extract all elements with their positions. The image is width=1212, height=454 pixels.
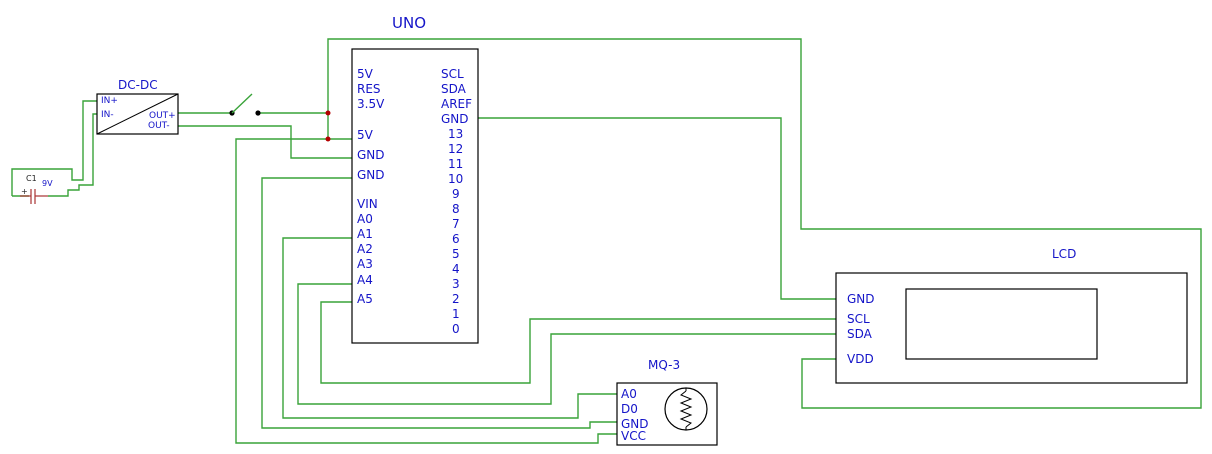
- uno-pin-d11: 11: [448, 157, 463, 171]
- wire-top-5v-to-lcd-vdd: [327, 38, 1202, 409]
- wire-a1-to-mq3-a0: [282, 237, 617, 419]
- switch-contact-right: [255, 110, 261, 116]
- uno-title: UNO: [392, 14, 426, 32]
- uno-pin-5v-top: 5V: [357, 67, 374, 81]
- battery-plus-sign: +: [21, 187, 28, 196]
- uno-pin-a1: A1: [357, 227, 373, 241]
- wire-gnd-to-mq3-gnd: [261, 177, 617, 429]
- uno-pin-d13: 13: [448, 127, 463, 141]
- uno-pin-a0: A0: [357, 212, 373, 226]
- uno-pin-gnd-2: GND: [357, 168, 385, 182]
- uno-pin-d3: 3: [452, 277, 460, 291]
- mq3-pin-a0: A0: [621, 387, 637, 401]
- junction-dot-5v-pin: [325, 136, 331, 142]
- battery-9v: C1 9V +: [20, 174, 53, 204]
- wire-battery-minus-to-dcdc-in-minus: [48, 113, 97, 197]
- dcdc-title: DC-DC: [118, 78, 158, 92]
- uno-body: [351, 48, 479, 344]
- power-switch[interactable]: [229, 93, 261, 116]
- lcd-pin-sda: SDA: [847, 327, 873, 341]
- lcd-module: LCD GND SCL SDA VDD: [835, 247, 1188, 384]
- mq3-title: MQ-3: [648, 358, 680, 372]
- uno-pin-d12: 12: [448, 142, 463, 156]
- uno-pin-a3: A3: [357, 257, 373, 271]
- uno-pin-d8: 8: [452, 202, 460, 216]
- uno-pin-d2: 2: [452, 292, 460, 306]
- dcdc-out-plus-label: OUT+: [149, 111, 176, 121]
- wire-gnd-to-lcd-gnd: [478, 117, 836, 300]
- switch-lever: [231, 93, 253, 114]
- wire-a5-to-lcd-scl: [320, 301, 836, 384]
- uno-pin-gnd-1: GND: [357, 148, 385, 162]
- uno-pin-d0: 0: [452, 322, 460, 336]
- lcd-pin-vdd: VDD: [847, 352, 874, 366]
- uno-pin-d4: 4: [452, 262, 460, 276]
- wire-5v-to-mq3-vcc: [235, 138, 617, 444]
- uno-pin-res: RES: [357, 82, 381, 96]
- uno-pin-d6: 6: [452, 232, 460, 246]
- dcdc-converter: DC-DC IN+ IN- OUT+ OUT-: [96, 78, 179, 135]
- uno-pin-vin: VIN: [357, 197, 378, 211]
- uno-pin-d5: 5: [452, 247, 460, 261]
- uno-pin-gnd-right: GND: [441, 112, 469, 126]
- uno-pin-a5: A5: [357, 292, 373, 306]
- uno-pin-d7: 7: [452, 217, 460, 231]
- battery-value: 9V: [42, 179, 53, 188]
- wire-battery-plus-to-dcdc-in-plus: [11, 100, 97, 196]
- lcd-screen: [905, 288, 1098, 360]
- uno-pin-3v5: 3.5V: [357, 97, 385, 111]
- lcd-pin-scl: SCL: [847, 312, 870, 326]
- uno-pin-scl: SCL: [441, 67, 464, 81]
- uno-pin-5v: 5V: [357, 128, 374, 142]
- junction-dot-5v-rail: [325, 110, 331, 116]
- dcdc-in-plus-label: IN+: [101, 96, 118, 106]
- uno-pin-d1: 1: [452, 307, 460, 321]
- dcdc-diagonal: [96, 93, 179, 135]
- mq3-pin-gnd: GND: [621, 417, 649, 431]
- uno-pin-a4: A4: [357, 273, 373, 287]
- lcd-pin-gnd: GND: [847, 292, 875, 306]
- lcd-title: LCD: [1052, 247, 1076, 261]
- uno-pin-a2: A2: [357, 242, 373, 256]
- uno-pin-sda: SDA: [441, 82, 467, 96]
- mq3-pin-d0: D0: [621, 402, 638, 416]
- mq3-sensor-icon: [664, 387, 708, 431]
- mq3-pin-vcc: VCC: [621, 429, 646, 443]
- mq3-sensor: MQ-3 A0 D0 GND VCC: [616, 358, 718, 446]
- battery-ref: C1: [26, 174, 37, 183]
- wire-dcdc-outminus-to-gnd: [178, 125, 352, 159]
- uno-pin-d9: 9: [452, 187, 460, 201]
- uno-pin-d10: 10: [448, 172, 463, 186]
- wire-a4-to-lcd-sda: [297, 283, 836, 405]
- dcdc-in-minus-label: IN-: [101, 110, 114, 120]
- arduino-uno: UNO 5V RES 3.5V 5V GND GND VIN A0 A1 A2 …: [351, 14, 479, 344]
- dcdc-out-minus-label: OUT-: [148, 121, 170, 131]
- uno-pin-aref: AREF: [441, 97, 472, 111]
- wires: [11, 38, 1202, 444]
